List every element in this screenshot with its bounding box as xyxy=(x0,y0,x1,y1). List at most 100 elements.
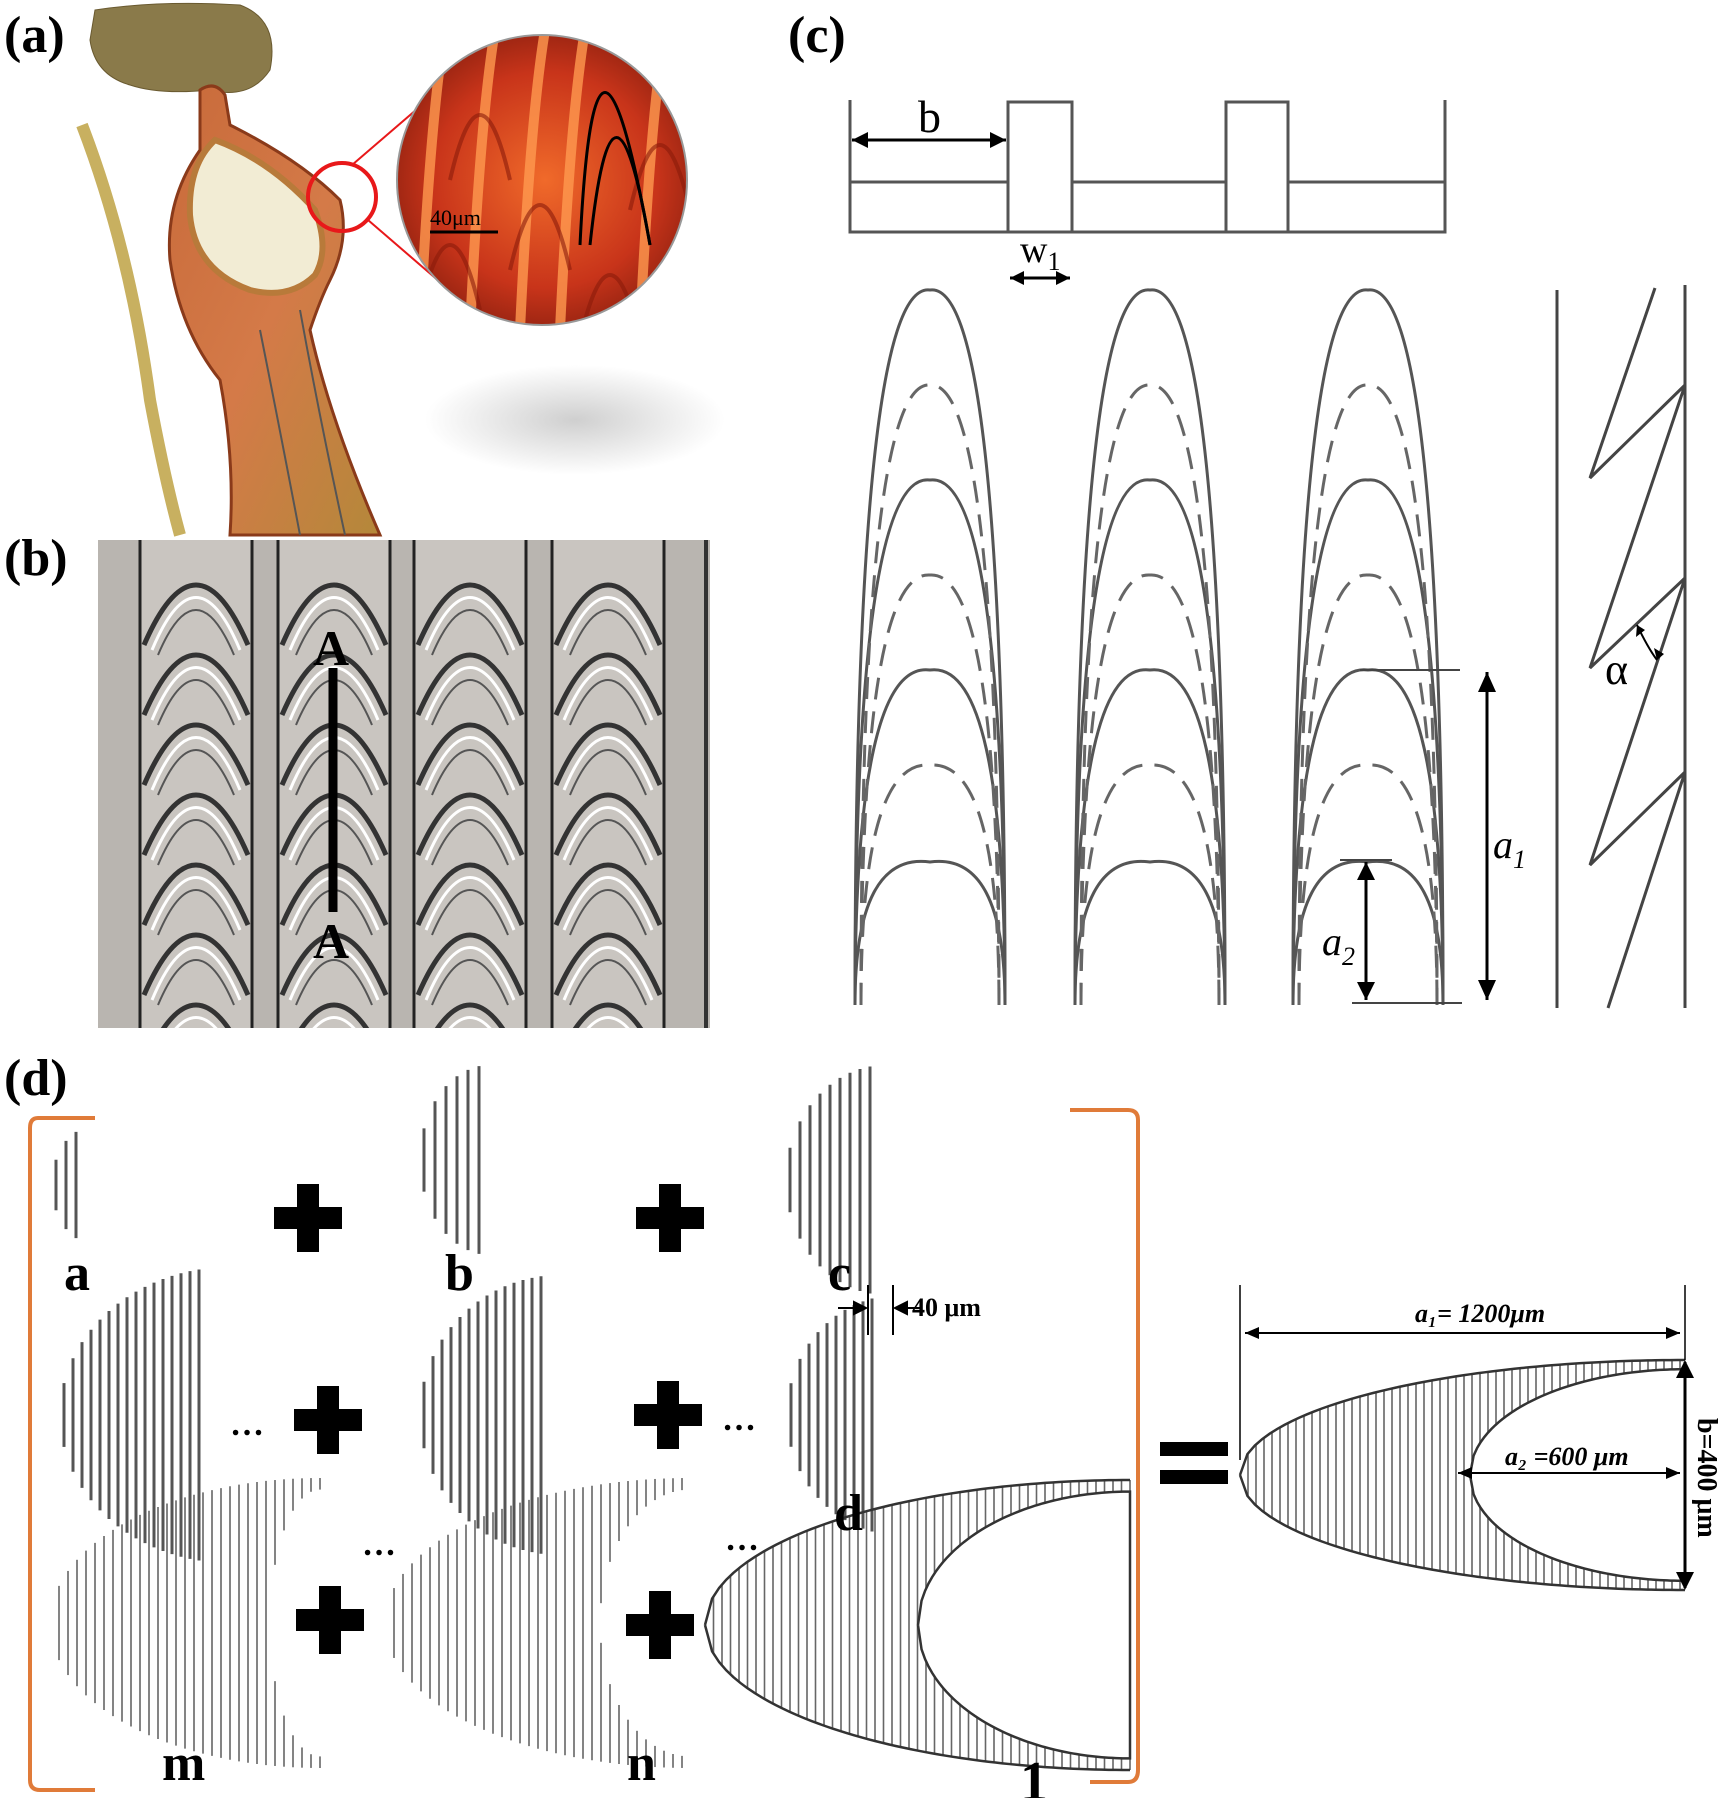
ridge-arch-dark xyxy=(553,582,663,646)
spacing-label: 40 μm xyxy=(912,1293,981,1322)
ridge-arch-solid xyxy=(1073,668,1227,1006)
ridge-arch-highlight xyxy=(586,1016,630,1028)
drop-shadow xyxy=(425,365,725,475)
ridge-arch-inner xyxy=(157,679,235,726)
ridge-arch-inner xyxy=(157,889,235,936)
ridge-arch-dashed xyxy=(1297,763,1439,1006)
ridge-arch-inner xyxy=(157,749,235,796)
panel-b-label: (b) xyxy=(4,530,68,587)
ridge-arch-solid xyxy=(1291,478,1445,1006)
alpha-label: α xyxy=(1605,645,1628,694)
ridge-arch-inner xyxy=(431,749,509,796)
ridge-arch-highlight xyxy=(562,946,654,1001)
stage-1-line-outline xyxy=(703,1478,1131,1626)
ridge-arch-solid xyxy=(1291,668,1445,1006)
ridge-arch-highlight xyxy=(424,736,516,791)
ridge-arch-dark xyxy=(279,932,389,996)
equals-bar-top xyxy=(1160,1442,1228,1456)
ridge-arch-inner xyxy=(569,889,647,936)
ridge-arch-inner xyxy=(569,819,647,866)
panel-b: (b) A A xyxy=(4,530,710,1075)
ridge-arch-dashed xyxy=(1079,383,1221,1006)
channel-profile xyxy=(848,100,1447,234)
final-hatch-line-inner-outline xyxy=(1468,1367,1687,1583)
ridge-arch-inner xyxy=(569,959,647,1006)
ridge-arch-solid xyxy=(1291,288,1445,1006)
step-label-1: 1 xyxy=(1020,1751,1048,1798)
final-hatch-line-outline xyxy=(1238,1474,1686,1592)
ridge-arch-inner xyxy=(431,819,509,866)
final-b-label: b=400 μm xyxy=(1691,1418,1720,1538)
ridge-arch-solid xyxy=(853,859,1007,1006)
ridge-arch-dark xyxy=(553,862,663,926)
ridge-arch-inner xyxy=(296,1030,372,1075)
panel-c: (c) b w1 a1 a2 α xyxy=(788,7,1687,1009)
ridge-arch-dark xyxy=(415,722,525,786)
ridge-arch-dark xyxy=(553,652,663,716)
dim-b-heads xyxy=(852,132,1006,148)
ridge-arch-highlight xyxy=(562,596,654,651)
ridge-arch-dark xyxy=(572,1002,644,1028)
ridge-arch-dark xyxy=(415,862,525,926)
pitcher-vein xyxy=(259,329,301,536)
ridge-arch-highlight xyxy=(562,736,654,791)
plus-signs xyxy=(274,1184,704,1659)
ridge-arch-inner xyxy=(570,1030,646,1075)
ridge-arch-dashed xyxy=(1297,573,1439,1006)
micrograph-arch xyxy=(508,203,572,271)
ridge-arch-inner xyxy=(569,609,647,656)
bracket-right xyxy=(1070,1108,1140,1784)
ridge-arch-dark xyxy=(415,652,525,716)
dim-b-label: b xyxy=(918,91,941,142)
dim-w1-label: w1 xyxy=(1020,229,1060,276)
ridge-arch-dark xyxy=(141,652,251,716)
spacing-arrows xyxy=(838,1300,920,1316)
ridge-arch-solid xyxy=(1073,478,1227,1006)
step-label-n: n xyxy=(627,1735,656,1792)
alpha-arc-heads xyxy=(1636,625,1664,660)
ridge-arch-highlight xyxy=(288,666,380,721)
ridge-arch-dark xyxy=(160,1002,232,1028)
ridge-arch-solid xyxy=(853,288,1007,1006)
scale-bar-label: 40μm xyxy=(430,205,481,230)
final-hatch-line-outline xyxy=(1238,1358,1686,1476)
ridge-arch-inner xyxy=(431,889,509,936)
plus-sign xyxy=(274,1184,342,1252)
pitcher-lid xyxy=(89,2,273,93)
equals-bar-bottom xyxy=(1160,1470,1228,1484)
ridge-arch-highlight xyxy=(562,876,654,931)
plus-sign xyxy=(294,1386,362,1454)
ridge-arch-solid xyxy=(853,668,1007,1006)
ridge-arch-inner xyxy=(569,679,647,726)
plus-sign xyxy=(636,1184,704,1252)
ridge-arch-highlight xyxy=(150,736,242,791)
ridge-arch-highlight xyxy=(562,666,654,721)
ridge-arch-inner xyxy=(431,609,509,656)
ridge-arch-dark xyxy=(141,722,251,786)
ellipsis-3: … xyxy=(362,1526,396,1563)
micrograph-ridge-highlight xyxy=(555,35,590,325)
ridge-arch-highlight xyxy=(424,596,516,651)
plus-sign xyxy=(296,1586,364,1654)
ellipsis-4: … xyxy=(725,1521,759,1558)
ridge-arch-inner xyxy=(157,819,235,866)
ridge-arch-highlight xyxy=(174,1016,218,1028)
ridge-arch-highlight xyxy=(312,1016,356,1028)
ridge-arch-dark xyxy=(298,1002,370,1028)
ridge-outline-inner xyxy=(588,136,652,246)
panel-d-label: (d) xyxy=(4,1050,68,1107)
final-ridge-shape xyxy=(1238,1358,1687,1592)
plus-sign xyxy=(626,1591,694,1659)
ridge-arch-dark xyxy=(553,932,663,996)
ridge-arch-highlight xyxy=(150,666,242,721)
ellipsis-2: … xyxy=(722,1401,756,1438)
ridge-arch-highlight xyxy=(150,806,242,861)
step-label-c: c xyxy=(828,1245,851,1302)
ridge-arch-inner xyxy=(157,959,235,1006)
ridge-arch-inner xyxy=(295,959,373,1006)
ridge-arch-dashed xyxy=(1297,383,1439,1006)
arch-array xyxy=(853,288,1445,1006)
ellipsis-1: … xyxy=(230,1406,264,1443)
ridge-arch-highlight xyxy=(424,666,516,721)
